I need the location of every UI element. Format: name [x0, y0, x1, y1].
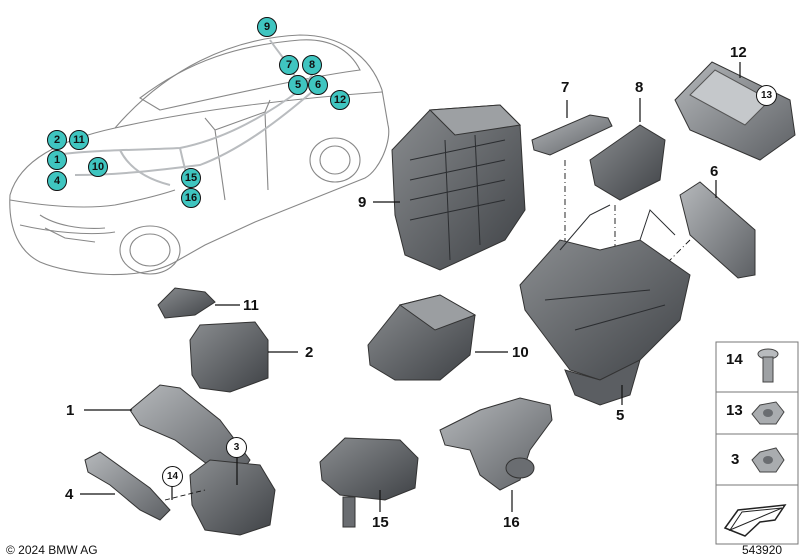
ring-3: 3	[226, 437, 247, 458]
label-hardware-13: 13	[726, 402, 743, 419]
label-hardware-14: 14	[726, 351, 743, 368]
part-12-module	[674, 61, 796, 161]
label-part-10: 10	[512, 344, 529, 361]
part-6-bracket	[679, 181, 756, 279]
callout-12: 12	[330, 90, 350, 110]
callout-6: 6	[308, 75, 328, 95]
callout-9: 9	[257, 17, 277, 37]
part-9-fusebox	[391, 104, 526, 271]
callout-1: 1	[47, 150, 67, 170]
label-part-8: 8	[635, 79, 644, 96]
callout-4: 4	[47, 171, 67, 191]
part-5-carrier	[519, 204, 691, 406]
hardware-panel	[715, 341, 799, 545]
ring-14: 14	[162, 466, 183, 487]
callout-16: 16	[181, 188, 201, 208]
nut-3-icon	[751, 447, 785, 473]
part-2-box	[189, 321, 269, 393]
part-7-strip	[531, 114, 613, 156]
part-8-cover	[589, 124, 666, 201]
label-part-7: 7	[561, 79, 570, 96]
callout-7: 7	[279, 55, 299, 75]
nut-13-icon	[751, 401, 785, 425]
part-10-module	[367, 294, 477, 381]
part-1-cover	[129, 384, 251, 476]
callout-8: 8	[302, 55, 322, 75]
label-part-2: 2	[305, 344, 314, 361]
callout-11: 11	[69, 130, 89, 150]
screw-14-icon	[757, 348, 779, 383]
callout-10: 10	[88, 157, 108, 177]
ring-13: 13	[756, 85, 777, 106]
direction-arrow-icon	[723, 504, 787, 537]
callout-15: 15	[181, 168, 201, 188]
part-15-fuseblock	[319, 437, 419, 528]
vehicle-outline	[9, 34, 390, 276]
label-part-12: 12	[730, 44, 747, 61]
label-part-5: 5	[616, 407, 625, 424]
label-part-15: 15	[372, 514, 389, 531]
label-part-1: 1	[66, 402, 75, 419]
part-11-cover	[157, 287, 216, 319]
label-part-11: 11	[243, 297, 259, 314]
part-3-holder	[189, 459, 276, 536]
callout-2: 2	[47, 130, 67, 150]
label-part-9: 9	[358, 194, 367, 211]
part-4-bracket	[84, 451, 171, 521]
label-hardware-3: 3	[731, 451, 740, 468]
part-16-terminal	[439, 397, 553, 491]
label-part-4: 4	[65, 486, 74, 503]
label-part-6: 6	[710, 163, 719, 180]
callout-5: 5	[288, 75, 308, 95]
copyright-text: © 2024 BMW AG	[6, 543, 98, 557]
diagram-number: 543920	[742, 543, 783, 557]
label-part-16: 16	[503, 514, 520, 531]
